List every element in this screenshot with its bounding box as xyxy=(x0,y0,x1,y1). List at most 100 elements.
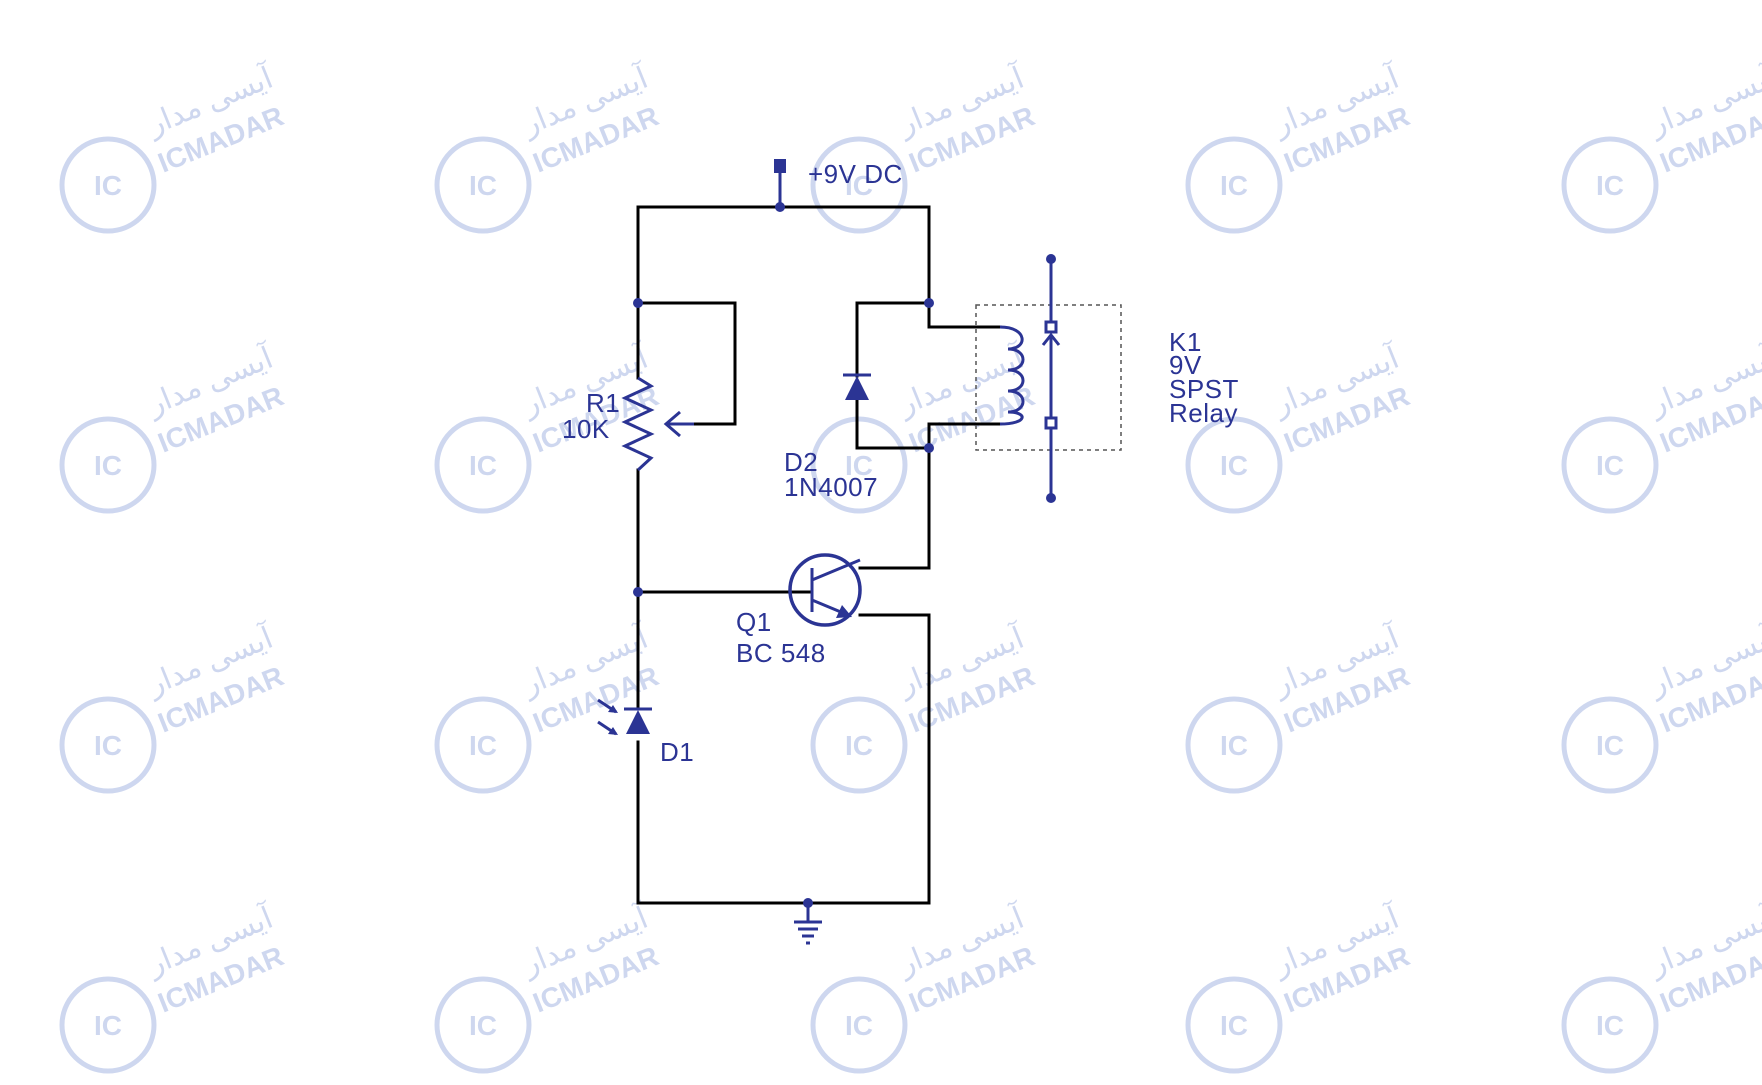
supply-terminal-square xyxy=(774,159,786,173)
watermark-logo-ring xyxy=(434,696,532,794)
relay-contact-bottom xyxy=(1044,416,1058,430)
d2-triangle xyxy=(845,376,869,400)
relay-contact-top xyxy=(1044,320,1058,334)
watermark-logo-text: IC xyxy=(1220,450,1248,481)
label-d2-value: 1N4007 xyxy=(784,472,878,502)
watermark-logo-text: IC xyxy=(1220,730,1248,761)
junction-relay-bottom xyxy=(924,443,934,453)
labels: +9V DC R1 10K D2 1N4007 Q1 BC 548 D1 K1 … xyxy=(562,159,1239,767)
watermark-logo-ring xyxy=(59,136,157,234)
watermark-logo-ring xyxy=(810,416,908,514)
watermark-logo-ring xyxy=(810,976,908,1074)
watermark-logo-text: IC xyxy=(1220,1010,1248,1041)
watermark-logo-text: IC xyxy=(1596,170,1624,201)
r1-potentiometer xyxy=(621,376,694,472)
d1-light-arrow-1 xyxy=(608,705,618,713)
q1-emitter-arrow xyxy=(836,605,852,618)
watermark-logo-ring xyxy=(1185,416,1283,514)
junction-supply xyxy=(775,202,785,212)
d1-triangle xyxy=(626,710,650,734)
watermark-logo-text: IC xyxy=(469,170,497,201)
wire-d2-top xyxy=(855,301,931,378)
watermark-logo-ring xyxy=(1561,976,1659,1074)
supply-terminal xyxy=(774,159,786,207)
wire-d2-bottom xyxy=(855,398,931,450)
watermark-logo-text: IC xyxy=(94,450,122,481)
watermark-logo-text: IC xyxy=(94,730,122,761)
watermark-logo-ring xyxy=(810,696,908,794)
label-r1-value: 10K xyxy=(562,414,610,444)
watermark-logo-ring xyxy=(59,416,157,514)
d2-diode xyxy=(843,373,871,400)
label-d1-ref: D1 xyxy=(660,737,694,767)
ground-symbol xyxy=(794,903,822,945)
watermark-logo-text: IC xyxy=(1596,450,1624,481)
watermark-logo-ring xyxy=(1185,696,1283,794)
watermark-logo-ring xyxy=(1561,136,1659,234)
r1-zigzag xyxy=(621,376,655,472)
watermark-logo-text: IC xyxy=(845,170,873,201)
watermark-logo-text: IC xyxy=(845,450,873,481)
q1-body-circle xyxy=(788,553,862,627)
label-k1-ref: K1 xyxy=(1169,327,1202,357)
watermark-logo-ring xyxy=(59,976,157,1074)
watermark-logo-text: IC xyxy=(469,1010,497,1041)
label-supply: +9V DC xyxy=(808,159,903,189)
wire-coil-bottom xyxy=(927,422,1002,450)
relay-switch-bottom-terminal xyxy=(1046,493,1056,503)
label-k1-type: SPST xyxy=(1169,374,1239,404)
watermark-logo-ring xyxy=(434,136,532,234)
label-d2-ref: D2 xyxy=(784,447,818,477)
watermark-logo-text: IC xyxy=(94,170,122,201)
wire-pot-wiper-loop xyxy=(636,301,737,426)
wire-coil-top xyxy=(927,301,1002,329)
junction-relay-top xyxy=(924,298,934,308)
junction-base xyxy=(633,587,643,597)
watermark-logo-ring xyxy=(1561,416,1659,514)
watermark-logo-text: IC xyxy=(469,730,497,761)
watermark-logo-ring xyxy=(1185,136,1283,234)
watermark-logo-ring xyxy=(810,136,908,234)
junction-dots xyxy=(633,202,934,908)
relay-switch-top-terminal xyxy=(1046,254,1056,264)
wire-collector xyxy=(858,446,931,570)
relay-k1 xyxy=(975,254,1122,503)
watermark-logo-text: IC xyxy=(94,1010,122,1041)
watermark-logo-ring xyxy=(434,976,532,1074)
label-q1-ref: Q1 xyxy=(736,607,772,637)
d1-photodiode xyxy=(597,698,652,736)
watermark-logo-text: IC xyxy=(845,1010,873,1041)
q1-collector-lead xyxy=(811,558,861,582)
r1-wiper-arrow xyxy=(663,410,681,438)
watermark-logo-text: IC xyxy=(1596,730,1624,761)
watermark-logo-text: IC xyxy=(1220,170,1248,201)
wires xyxy=(636,205,1002,905)
watermark-logo-text: IC xyxy=(469,450,497,481)
label-r1-ref: R1 xyxy=(586,388,620,418)
relay-switch-arrow xyxy=(1041,332,1061,346)
label-k1-voltage: 9V xyxy=(1169,350,1202,380)
watermark-logo-text: IC xyxy=(845,730,873,761)
d1-light-arrow-2 xyxy=(608,727,618,735)
junction-pot-top xyxy=(633,298,643,308)
watermark-logo-ring xyxy=(1561,696,1659,794)
watermark-logo-ring xyxy=(1185,976,1283,1074)
